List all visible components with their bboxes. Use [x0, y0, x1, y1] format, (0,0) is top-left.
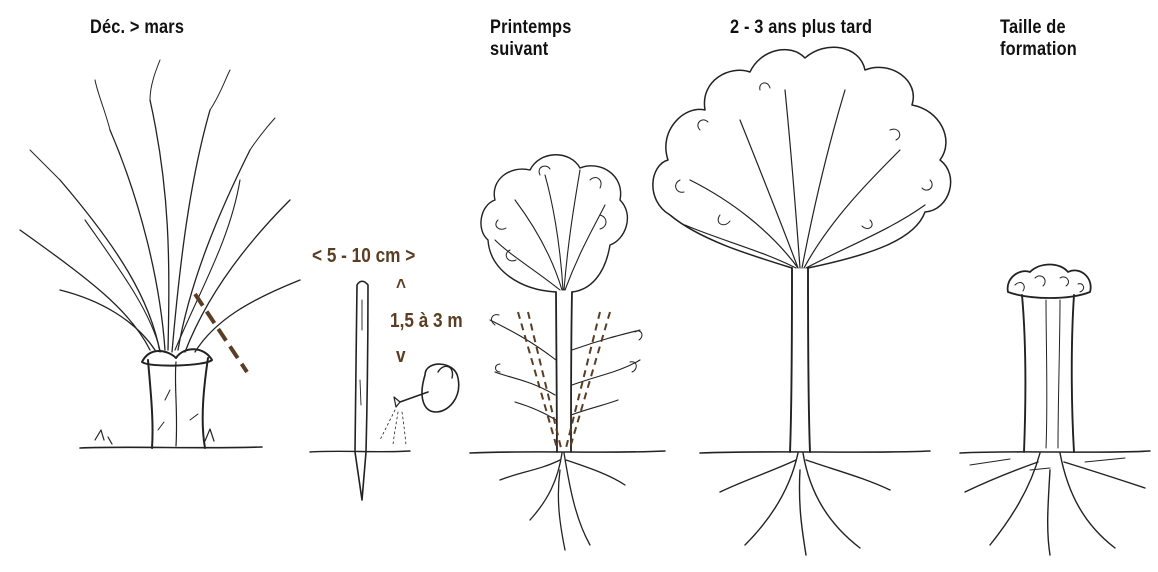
cutting-stake-icon [310, 281, 410, 500]
winter-pollard-tree [20, 60, 300, 448]
watering-can-icon [380, 364, 459, 445]
pruning-guide-lines [518, 312, 610, 448]
pollarded-trunk [960, 265, 1150, 556]
mature-tree [653, 47, 951, 555]
cut-line [195, 294, 247, 372]
spring-sprouted-tree [470, 155, 665, 550]
